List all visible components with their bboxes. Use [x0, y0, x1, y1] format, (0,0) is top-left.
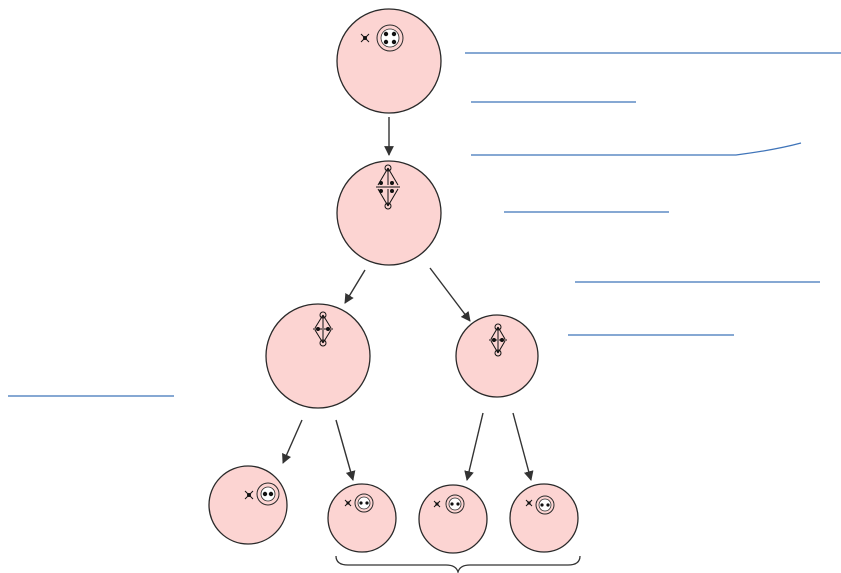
arrow [335, 419, 356, 481]
cell-body [336, 8, 442, 114]
cell-polar-body-3 [509, 483, 579, 553]
label-blank-line[interactable] [471, 142, 802, 156]
centrosome-icon [433, 500, 441, 508]
cell-metaphase-i [336, 160, 442, 266]
cell-body [336, 160, 442, 266]
cell-body [265, 303, 371, 409]
chromosomes [450, 502, 460, 506]
spindle-icon [376, 164, 400, 210]
nucleus [445, 494, 465, 514]
arrow [464, 412, 484, 481]
arrow [282, 419, 303, 464]
nucleus [256, 482, 280, 506]
cell-secondary-left [265, 303, 371, 409]
nucleus-inner [448, 497, 462, 511]
chromosomes [383, 31, 397, 45]
cell-polar-body-1 [327, 483, 397, 553]
nucleus [376, 24, 404, 52]
centrosome-icon [525, 499, 533, 507]
spindle-icon [489, 323, 507, 357]
cell-body [327, 483, 397, 553]
cell-primary-oocyte [336, 8, 442, 114]
centrosome-icon [360, 33, 370, 43]
centrosome-icon [244, 490, 254, 500]
arrows [282, 117, 534, 481]
chromosomes [540, 503, 550, 507]
cell-secondary-right [455, 314, 539, 398]
cell-body [208, 465, 288, 545]
cell-polar-body-2 [418, 484, 488, 554]
nucleus-inner [357, 496, 371, 510]
cell-body [418, 484, 488, 554]
polar-bodies-bracket [335, 555, 581, 573]
arrow [512, 412, 534, 481]
nucleus [354, 493, 374, 513]
cell-body [509, 483, 579, 553]
nucleus-inner [260, 486, 276, 502]
spindle-icon [313, 311, 333, 347]
arrow [344, 269, 366, 304]
nucleus [535, 495, 555, 515]
nucleus-inner [380, 28, 400, 48]
centrosome-icon [344, 499, 352, 507]
arrow [429, 267, 471, 322]
chromosomes [262, 491, 274, 497]
cell-ovum [208, 465, 288, 545]
nucleus-inner [538, 498, 552, 512]
chromosomes [359, 501, 369, 505]
blank-label-lines [8, 52, 841, 397]
